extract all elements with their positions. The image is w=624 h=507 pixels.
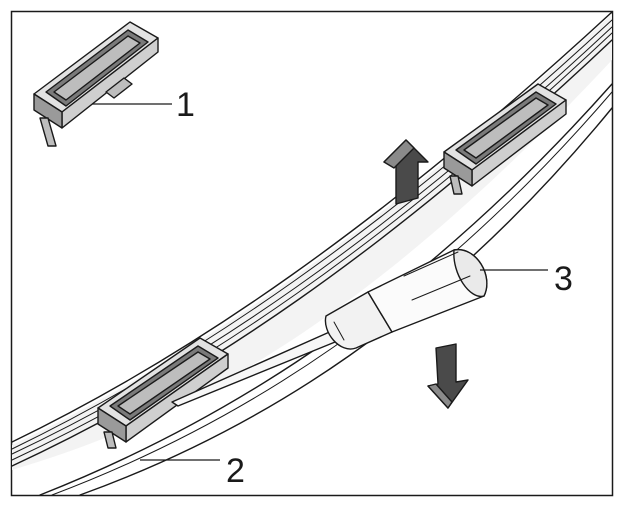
arrow-up-icon: [383, 139, 429, 205]
callout-2: 2: [226, 452, 245, 490]
screwdriver-tool: [171, 249, 488, 407]
callout-3: 3: [554, 260, 573, 298]
callout-1: 1: [176, 86, 195, 124]
pad-loose: [33, 21, 159, 147]
pad-seated-lower: [97, 337, 229, 449]
pad-seated-upper: [443, 83, 567, 195]
leader-lines: [92, 103, 548, 461]
arrow-down-icon: [427, 343, 469, 409]
